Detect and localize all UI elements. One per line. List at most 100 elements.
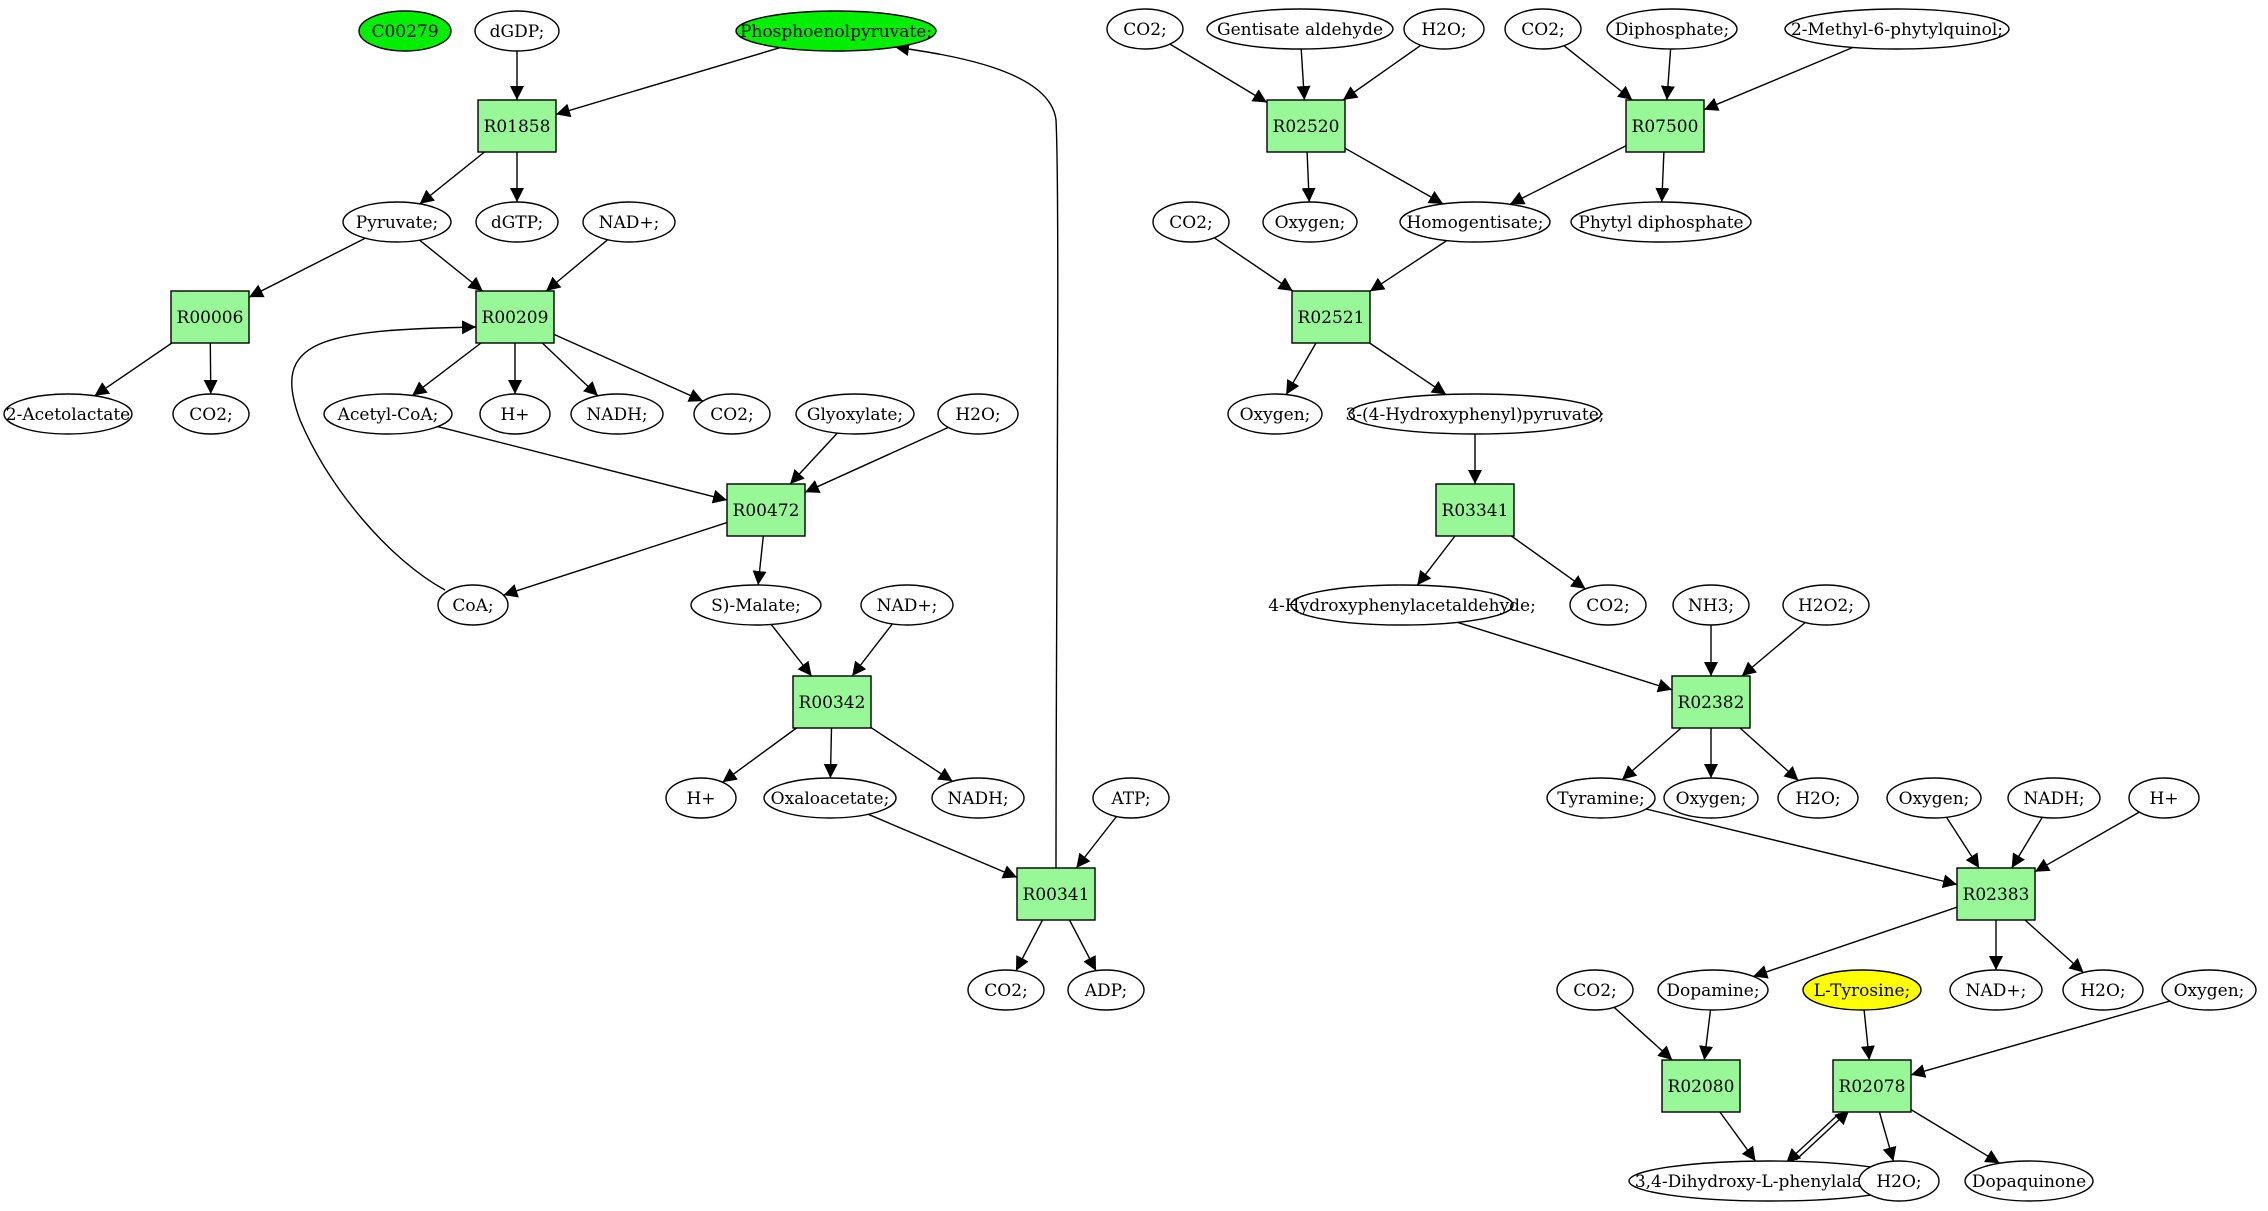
reaction-box: [1266, 99, 1346, 153]
compound-nadh_3[interactable]: NADH;: [2007, 777, 2101, 819]
compound-ellipse: [437, 584, 509, 626]
compound-dopa[interactable]: 3,4-Dihydroxy-L-phenylalanine;: [1628, 1160, 1912, 1202]
compound-dgtp[interactable]: dGTP;: [475, 201, 559, 243]
compound-acetylcoa[interactable]: Acetyl-CoA;: [323, 393, 453, 435]
compound-ellipse: [735, 10, 937, 52]
reaction-r02080[interactable]: R02080: [1661, 1059, 1741, 1113]
compound-co2_2[interactable]: CO2;: [693, 393, 771, 435]
compound-oxygen_5[interactable]: Oxygen;: [2161, 969, 2257, 1011]
compound-hplus_1[interactable]: H+: [479, 393, 551, 435]
compound-nh3[interactable]: NH3;: [1672, 584, 1750, 626]
edge-r00341-to-adp: [1068, 919, 1097, 972]
edge-h2o_2-to-r02520: [1342, 44, 1422, 101]
edge-r03341-to-co2_7: [1510, 535, 1586, 590]
compound-label: ADP;: [1084, 981, 1127, 1001]
compound-diphosphate[interactable]: Diphosphate;: [1606, 8, 1738, 50]
edge-coa-to-r00209: [291, 320, 477, 591]
reaction-label: R01858: [484, 117, 551, 137]
compound-label: CoA;: [452, 596, 493, 616]
compound-ellipse: [2128, 777, 2200, 819]
compound-h2o_3[interactable]: H2O;: [1777, 777, 1859, 819]
compound-dgdp[interactable]: dGDP;: [474, 10, 560, 52]
compound-pyruvate[interactable]: Pyruvate;: [342, 201, 452, 243]
compound-oxygen_4[interactable]: Oxygen;: [1886, 777, 1982, 819]
edge-r00209-to-acetylcoa: [411, 342, 482, 397]
compound-homogentisate[interactable]: Homogentisate;: [1399, 201, 1551, 243]
edge-r00341-to-pep: [894, 42, 1059, 869]
reaction-r00209[interactable]: R00209: [475, 290, 555, 344]
compound-dopamine[interactable]: Dopamine;: [1657, 969, 1769, 1011]
compound-hpp[interactable]: 3-(4-Hydroxyphenyl)pyruvate;: [1345, 393, 1605, 435]
compound-oxygen_1[interactable]: Oxygen;: [1262, 201, 1358, 243]
compound-co2_8[interactable]: CO2;: [1556, 969, 1634, 1011]
compound-hpacald[interactable]: 4-Hydroxyphenylacetaldehyde;: [1268, 584, 1536, 626]
reaction-r02078[interactable]: R02078: [1832, 1059, 1912, 1113]
compound-h2o_1[interactable]: H2O;: [937, 393, 1019, 435]
compound-ellipse: [1570, 201, 1752, 243]
compound-pep[interactable]: Phosphoenolpyruvate;: [735, 10, 937, 52]
compound-mpq[interactable]: 2-Methyl-6-phytylquinol;: [1784, 8, 2010, 50]
compound-h2o2[interactable]: H2O2;: [1782, 584, 1870, 626]
compound-adp[interactable]: ADP;: [1067, 969, 1145, 1011]
compound-h2o_5[interactable]: H2O;: [1858, 1160, 1940, 1202]
edge-pyruvate-to-r00006: [248, 237, 366, 298]
compound-h2o_2[interactable]: H2O;: [1403, 8, 1485, 50]
edge-r00342-to-nadh_2: [870, 727, 953, 782]
compound-oxygen_2[interactable]: Oxygen;: [1227, 393, 1323, 435]
compound-tyrosine[interactable]: L-Tyrosine;: [1802, 969, 1922, 1011]
compound-ellipse: [2062, 969, 2144, 1011]
compound-co2_6[interactable]: CO2;: [1152, 201, 1230, 243]
edge-r07500-to-homogentisate: [1509, 145, 1627, 205]
compound-hplus_2[interactable]: H+: [665, 777, 737, 819]
compound-hplus_3[interactable]: H+: [2128, 777, 2200, 819]
reaction-r02382[interactable]: R02382: [1671, 675, 1751, 729]
compound-ellipse: [358, 10, 452, 52]
reaction-r03341[interactable]: R03341: [1435, 483, 1515, 537]
compound-co2_4[interactable]: CO2;: [1106, 8, 1184, 50]
compound-label: NAD+;: [877, 596, 938, 616]
compound-nad_2[interactable]: NAD+;: [860, 584, 954, 626]
reaction-r00006[interactable]: R00006: [170, 290, 250, 344]
compound-gentisald[interactable]: Gentisate aldehyde: [1206, 8, 1394, 50]
reaction-r07500[interactable]: R07500: [1625, 99, 1705, 153]
compound-co2_3[interactable]: CO2;: [967, 969, 1045, 1011]
reaction-label: R02080: [1668, 1077, 1735, 1097]
edge-hplus_3-to-r02383: [2034, 811, 2140, 873]
reaction-r02383[interactable]: R02383: [1956, 867, 2036, 921]
reaction-r00342[interactable]: R00342: [792, 675, 872, 729]
compound-oxygen_3[interactable]: Oxygen;: [1663, 777, 1759, 819]
compound-nadh_2[interactable]: NADH;: [931, 777, 1025, 819]
compound-atp[interactable]: ATP;: [1092, 777, 1170, 819]
compound-nad_1[interactable]: NAD+;: [582, 201, 676, 243]
compound-ellipse: [931, 777, 1025, 819]
edge-co2_8-to-r02080: [1613, 1006, 1673, 1061]
reaction-box: [792, 675, 872, 729]
reaction-r00341[interactable]: R00341: [1016, 867, 1096, 921]
compound-tyramine[interactable]: Tyramine;: [1546, 777, 1656, 819]
compound-dopaquinone[interactable]: Dopaquinone: [1964, 1160, 2094, 1202]
compound-phytyldp[interactable]: Phytyl diphosphate: [1570, 201, 1752, 243]
reaction-r02521[interactable]: R02521: [1291, 290, 1371, 344]
compound-ellipse: [665, 777, 737, 819]
reaction-r00472[interactable]: R00472: [726, 483, 806, 537]
compound-co2_1[interactable]: CO2;: [172, 393, 250, 435]
compound-c00279[interactable]: C00279: [358, 10, 452, 52]
reaction-box: [477, 99, 557, 153]
compound-co2_7[interactable]: CO2;: [1569, 584, 1647, 626]
compound-nadh_1[interactable]: NADH;: [570, 393, 664, 435]
compound-ellipse: [967, 969, 1045, 1011]
compound-co2_5[interactable]: CO2;: [1504, 8, 1582, 50]
compound-coa[interactable]: CoA;: [437, 584, 509, 626]
compound-nad_3[interactable]: NAD+;: [1949, 969, 2043, 1011]
compound-acetolactate[interactable]: 2-Acetolactate: [3, 393, 133, 435]
compound-label: Oxygen;: [2174, 981, 2245, 1001]
compound-h2o_4[interactable]: H2O;: [2062, 969, 2144, 1011]
compound-oxaloacetate[interactable]: Oxaloacetate;: [763, 777, 897, 819]
compound-glyoxylate[interactable]: Glyoxylate;: [795, 393, 915, 435]
reaction-r01858[interactable]: R01858: [477, 99, 557, 153]
reaction-r02520[interactable]: R02520: [1266, 99, 1346, 153]
edge-r02078-to-h2o_5: [1878, 1111, 1897, 1162]
compound-smalate[interactable]: S)-Malate;: [690, 584, 822, 626]
reaction-box: [1671, 675, 1751, 729]
compound-ellipse: [1546, 777, 1656, 819]
